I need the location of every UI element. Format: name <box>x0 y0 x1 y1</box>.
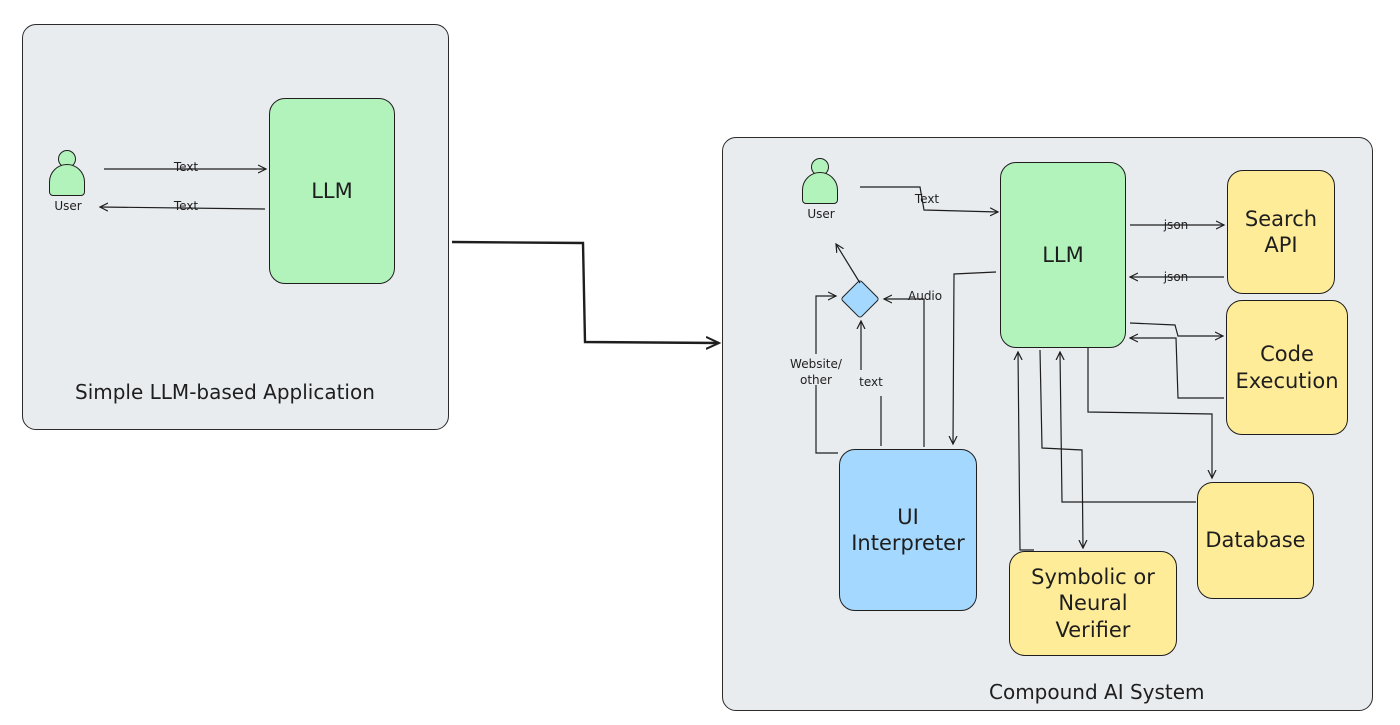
user-body-icon <box>49 164 85 196</box>
compound-llm-box: LLM <box>1000 162 1126 348</box>
compound-user: User <box>801 158 841 221</box>
compound-user-label: User <box>807 207 835 221</box>
simple-user-label: User <box>54 199 82 213</box>
verifier-box: Symbolic or Neural Verifier <box>1009 551 1177 656</box>
code-to-llm-arrow <box>1130 338 1224 399</box>
llm-to-database-arrow <box>1087 348 1212 478</box>
ui-interpreter-box: UI Interpreter <box>839 449 977 611</box>
website-arrow <box>815 296 838 454</box>
text-arrow <box>861 321 882 446</box>
audio-arrow <box>884 299 925 447</box>
simple-app-title: Simple LLM-based Application <box>75 380 375 404</box>
verifier-to-llm-arrow <box>1018 352 1034 551</box>
simple-text-out-label: Text <box>173 199 199 213</box>
simple-llm-box: LLM <box>269 98 395 284</box>
website-other-label: Website/ other <box>790 357 842 387</box>
compound-system-title: Compound AI System <box>989 680 1205 704</box>
simple-text-out-arrow <box>100 207 266 209</box>
panel-transition-arrow <box>451 240 719 343</box>
user-to-llm-arrow <box>860 186 998 212</box>
user-body-icon <box>802 172 838 204</box>
diamond-to-user-arrow <box>836 244 861 284</box>
simple-user: User <box>48 150 88 213</box>
search-api-box: Search API <box>1227 170 1335 294</box>
database-box: Database <box>1197 482 1314 599</box>
database-to-llm-arrow <box>1060 352 1196 503</box>
text-small-label: text <box>859 375 883 389</box>
code-execution-box: Code Execution <box>1226 300 1348 435</box>
simple-text-in-label: Text <box>173 160 199 174</box>
llm-to-code-arrow <box>1129 322 1223 336</box>
llm-to-interpreter-arrow <box>953 271 997 444</box>
llm-to-verifier-arrow <box>1039 349 1083 548</box>
